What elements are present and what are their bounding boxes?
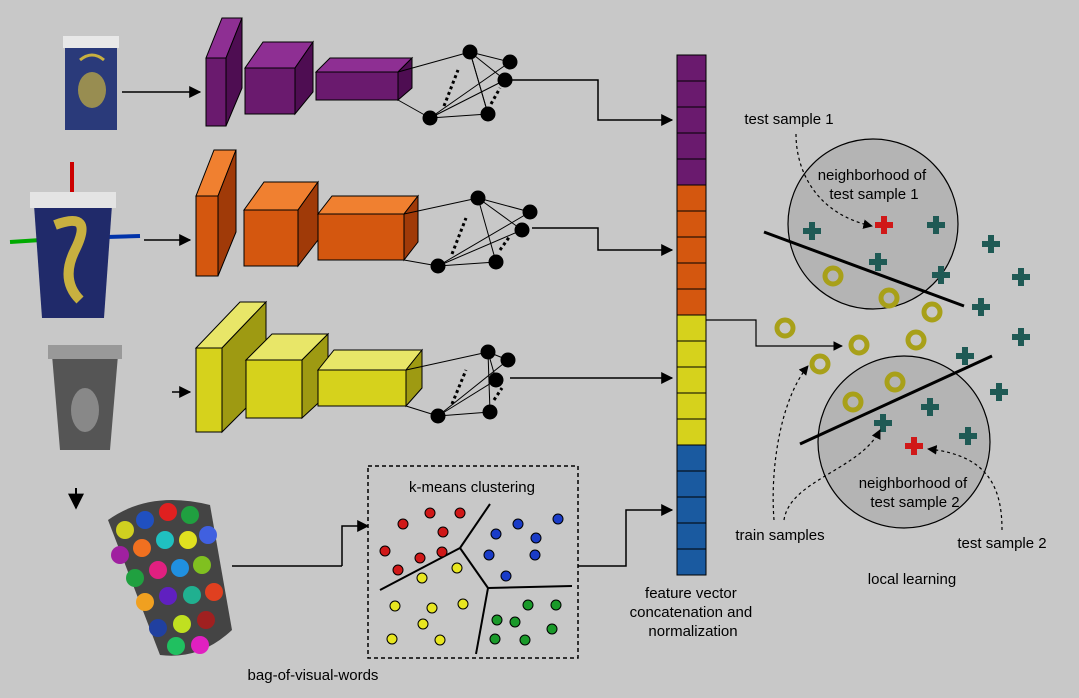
kmeans-box	[367, 465, 579, 659]
feature-cell-orange	[676, 236, 707, 264]
point-cloud-cup	[108, 500, 232, 656]
cluster-blue	[483, 513, 564, 582]
olive-ring-markers	[774, 265, 943, 413]
feature-cell-blue	[676, 522, 707, 550]
voronoi-lines	[379, 503, 573, 655]
feature-cell-blue	[676, 496, 707, 524]
feature-vector	[676, 54, 707, 576]
cnn-branch-yellow	[194, 300, 424, 434]
feature-cell-orange	[676, 288, 707, 316]
cluster-yellow	[386, 562, 469, 646]
kmeans-title: k-means clustering	[409, 479, 535, 496]
feature-vector-label: feature vector concatenation and normali…	[630, 585, 757, 640]
bovw-label: bag-of-visual-words	[248, 667, 379, 684]
train-samples-pointer-2	[783, 429, 881, 521]
feature-cell-purple	[676, 80, 707, 108]
arrow-vector-to-learning	[706, 319, 843, 351]
feature-cell-purple	[676, 158, 707, 186]
feature-cell-yellow	[676, 340, 707, 368]
cnn-branch-purple	[205, 17, 414, 127]
test-sample-1-pointer	[795, 133, 873, 229]
cluster-red	[379, 507, 466, 576]
teal-plus-markers	[803, 216, 1030, 445]
feature-cell-yellow	[676, 392, 707, 420]
train-samples-label: train samples	[735, 527, 824, 544]
neighborhood-1-label: neighborhood of test sample 1	[818, 167, 931, 203]
feature-cell-yellow	[676, 366, 707, 394]
fc-net-orange	[403, 190, 538, 274]
feature-cell-orange	[676, 262, 707, 290]
decision-boundary-1	[763, 230, 965, 308]
local-learning-label: local learning	[868, 571, 956, 588]
feature-cell-purple	[676, 54, 707, 82]
feature-cell-blue	[676, 444, 707, 472]
feature-cell-yellow	[676, 314, 707, 342]
feature-cell-yellow	[676, 418, 707, 446]
fc-net-purple	[397, 44, 518, 126]
neighborhood-2-label: neighborhood of test sample 2	[859, 475, 972, 511]
fc-net-yellow	[405, 344, 516, 424]
feature-cell-purple	[676, 132, 707, 160]
feature-cell-orange	[676, 210, 707, 238]
decision-boundary-2	[799, 354, 993, 446]
input-rgb-image	[63, 36, 119, 130]
arrow-orange-to-vector	[532, 227, 674, 256]
feature-cell-orange	[676, 184, 707, 212]
arrow-kmeans-to-vector	[578, 504, 674, 567]
feature-cell-purple	[676, 106, 707, 134]
feature-cell-blue	[676, 548, 707, 576]
cnn-branch-orange	[195, 149, 420, 277]
cluster-green	[489, 599, 562, 646]
arrow-bovw-to-kmeans	[341, 520, 370, 566]
arrow-purple-to-vector	[512, 79, 674, 126]
input-depth-image	[48, 345, 122, 450]
red-test-plus-markers	[875, 216, 923, 455]
train-samples-pointer-1	[772, 365, 809, 521]
feature-cell-blue	[676, 470, 707, 498]
test-sample-2-pointer	[927, 445, 1003, 531]
test-sample-2-label: test sample 2	[957, 535, 1046, 552]
input-3d-cup-axes	[9, 162, 141, 318]
test-sample-1-label: test sample 1	[744, 111, 833, 128]
